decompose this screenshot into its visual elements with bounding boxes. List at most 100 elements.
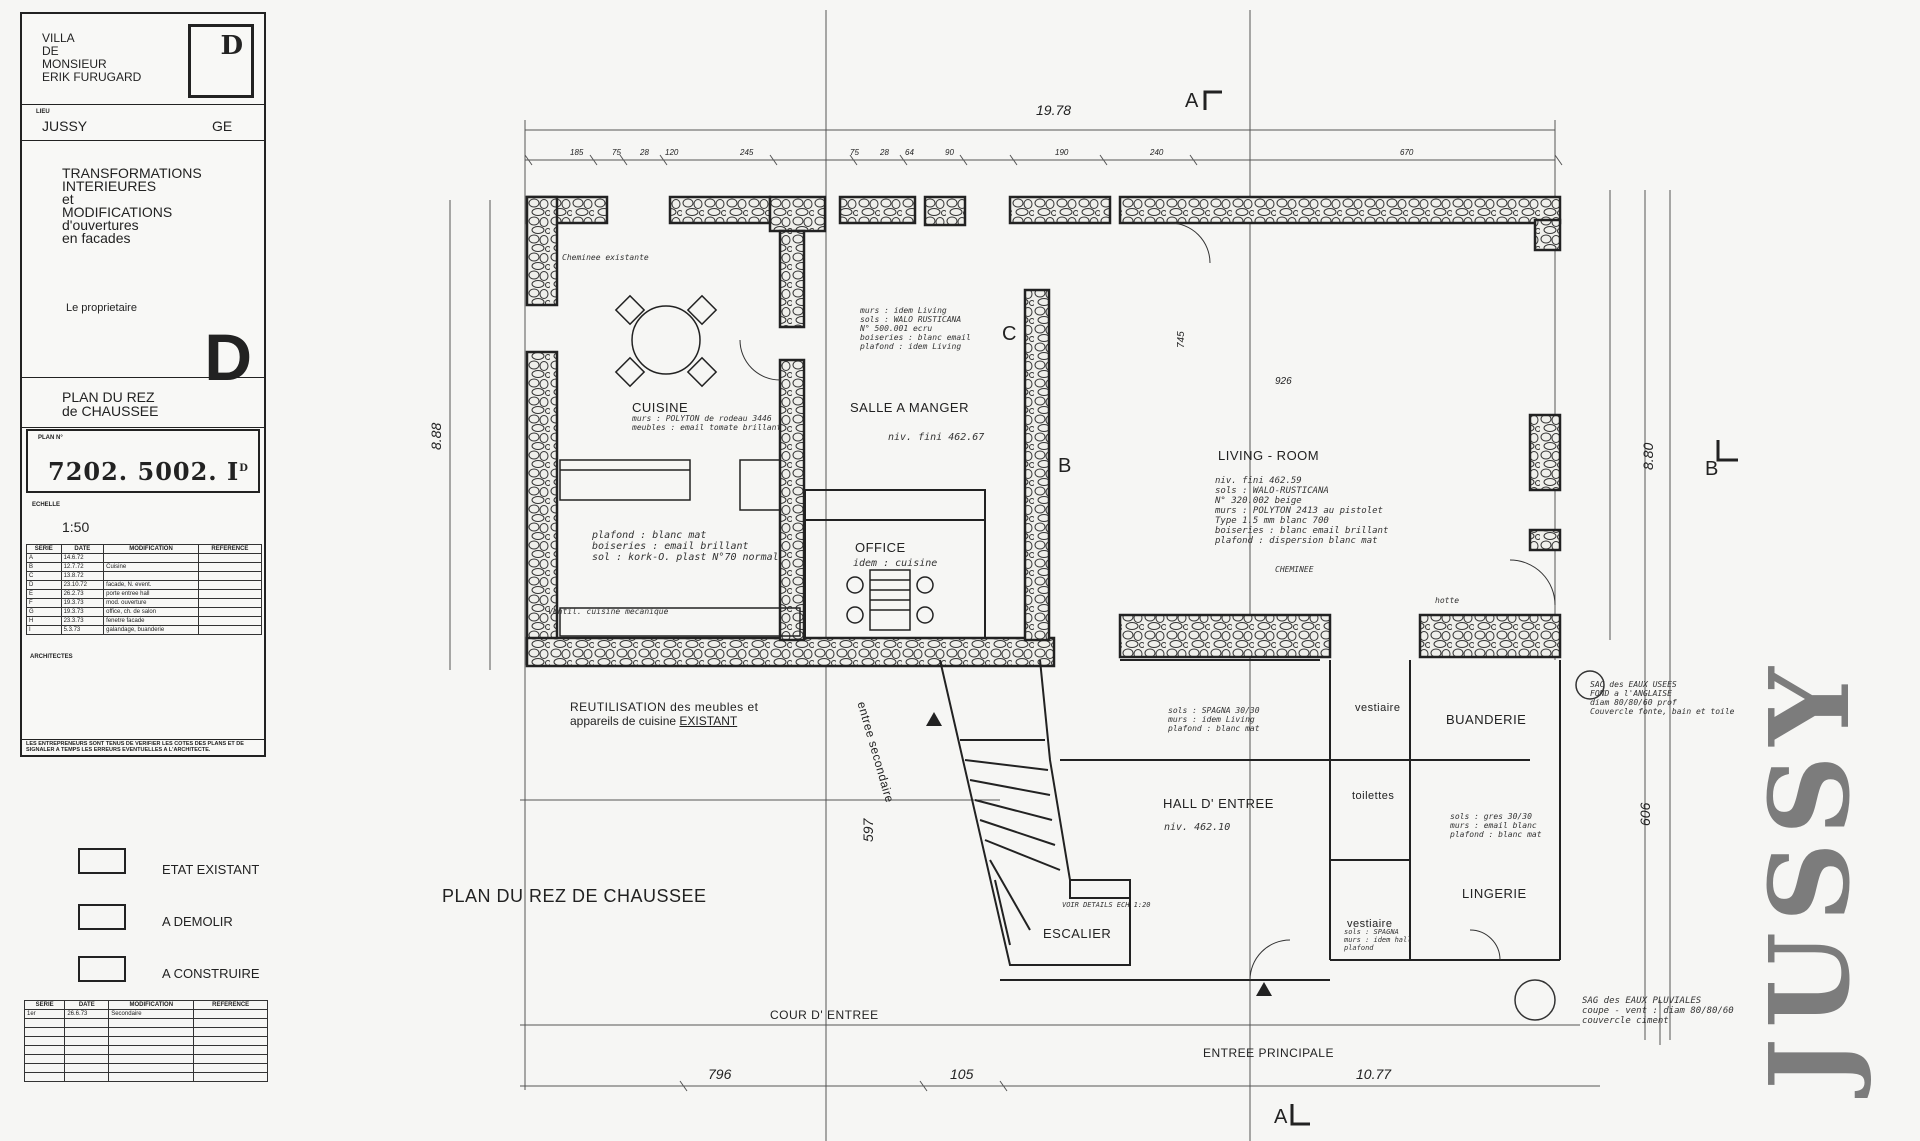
dim-top-segment: 120 [665,148,679,157]
section-a-top: A [1185,90,1199,112]
dim-top-segment: 28 [640,148,649,157]
main-entrance-label: ENTREE PRINCIPALE [1203,1046,1334,1060]
legend-label-demolish: A DEMOLIR [162,914,233,929]
scale-value: 1:50 [62,519,90,535]
room-toilet: toilettes [1352,790,1395,802]
place: JUSSY [42,118,88,134]
big-sheet-letter: D [204,320,252,394]
plan-number-box: PLAN N° 7202. 5002. ID [26,429,260,493]
section-a-bottom: A [1274,1106,1288,1128]
room-dining: SALLE A MANGER [850,400,969,415]
dim-top-segment: 185 [570,148,584,157]
title-block: VILLA DE MONSIEUR ERIK FURUGARD D LIEU J… [20,12,266,757]
mods-cell [23,1072,66,1082]
dim-top-segment: 75 [850,148,859,157]
legend-label-construct: A CONSTRUIRE [162,966,260,981]
tb-description-section: TRANSFORMATIONS INTERIEURES et MODIFICAT… [22,141,264,394]
scale-label: ECHELLE [32,502,61,508]
secondary-entry-arrow [926,712,942,726]
note-fireplace: CHEMINEE [1275,565,1314,574]
dimension-lines [449,10,1671,1141]
dim-bottom-c: 10.77 [1356,1066,1392,1082]
dim-top-segment: 670 [1400,148,1414,157]
stone-walls [525,195,1562,668]
plan-title: PLAN DU REZ de CHAUSSEE [62,389,159,419]
rainwater-manhole [1514,979,1556,1021]
note-hood: hotte [1435,596,1460,605]
sheet-letter-box: D [188,24,254,98]
owner-label: Le proprietaire [66,302,137,314]
legend-swatch-demolish [78,904,126,930]
reuse-note-text: appareils de cuisine [570,714,677,728]
staircase [939,659,1131,966]
kitchen-table [614,294,718,388]
room-linen: LINGERIE [1462,886,1527,901]
plan-number: 7202. 5002. ID [48,457,249,486]
legend-swatch-construct [78,956,126,982]
courtyard-label: COUR D' ENTREE [770,1008,879,1022]
plan-number-main: 7202. 5002. I [48,457,240,486]
note-stair-detail: VOIR DETAILS ECH 1:20 [1062,901,1151,909]
architects-label: ARCHITECTES [30,654,73,660]
dim-top-segment: 64 [905,148,914,157]
tb-plan-title-section: PLAN DU REZ de CHAUSSEE [22,378,264,428]
room-laundry: BUANDERIE [1446,712,1527,727]
main-entry-arrow [1256,982,1272,996]
note-dining-level: niv. fini 462.67 [888,432,985,443]
dim-top-segment: 28 [880,148,889,157]
mods-cell [193,1072,268,1082]
section-marks [1203,90,1738,1126]
tb-divider [22,739,264,740]
sheet-letter: D [220,31,243,61]
room-hall: HALL D' ENTREE [1163,796,1274,811]
lieu-label: LIEU [36,109,50,115]
note-office: idem : cuisine [853,558,938,569]
room-cloakroom-2: vestiaire [1347,918,1393,930]
note-living-finish: niv. fini 462.59 sols : WALO-RUSTICANA N… [1215,476,1389,546]
note-hall-finish: sols : SPAGNA 30/30 murs : idem Living p… [1168,706,1260,733]
dim-right-lower: 606 [1637,802,1653,826]
dim-bottom-b: 105 [950,1066,974,1082]
room-office: OFFICE [855,540,906,555]
dim-top-total: 19.78 [1036,102,1072,118]
dim-bottom-a: 796 [708,1066,732,1082]
note-toilet-finish: sols : gres 30/30 murs : email blanc pla… [1450,812,1542,839]
dim-top-segment: 190 [1055,148,1069,157]
reuse-note-line1: REUTILISATION des meubles et [570,700,759,714]
room-living: LIVING - ROOM [1218,448,1320,463]
dim-top-segment: 75 [612,148,621,157]
mods-row [23,1072,268,1082]
dim-top-segment: 90 [945,148,954,157]
plan-caption: PLAN DU REZ DE CHAUSSEE [442,886,707,906]
wastewater-manhole [1575,670,1605,700]
section-b-right: B [1705,458,1719,480]
reuse-note-existing: EXISTANT [679,714,738,728]
note-rainwater: SAG des EAUX PLUVIALES coupe - vent : di… [1582,996,1734,1026]
dim-living-width: 926 [1275,376,1292,387]
room-kitchen: CUISINE [632,400,689,415]
dim-living-height: 745 [1176,331,1187,348]
tb-owner-section: VILLA DE MONSIEUR ERIK FURUGARD D [22,14,264,105]
office-table [846,569,934,631]
plan-number-sup: D [239,463,249,474]
dim-top-segment: 240 [1150,148,1164,157]
note-cloakroom: sols : SPAGNA murs : idem hall plafond [1344,928,1412,952]
dim-stair: 597 [860,818,876,842]
dim-left-total: 8.88 [428,422,444,450]
canton: GE [212,118,233,134]
mods-cell [108,1072,195,1082]
note-fireplace-existing: Cheminee existante [562,253,649,262]
section-c-left: C [1002,323,1017,345]
door-swings [739,222,1556,981]
note-kitchen-finish: murs : POLYTON de rodeau 3446 meubles : … [632,414,782,432]
room-stair: ESCALIER [1043,926,1112,941]
room-cloakroom-1: vestiaire [1355,702,1401,714]
dimension-ticks [524,154,1563,1092]
